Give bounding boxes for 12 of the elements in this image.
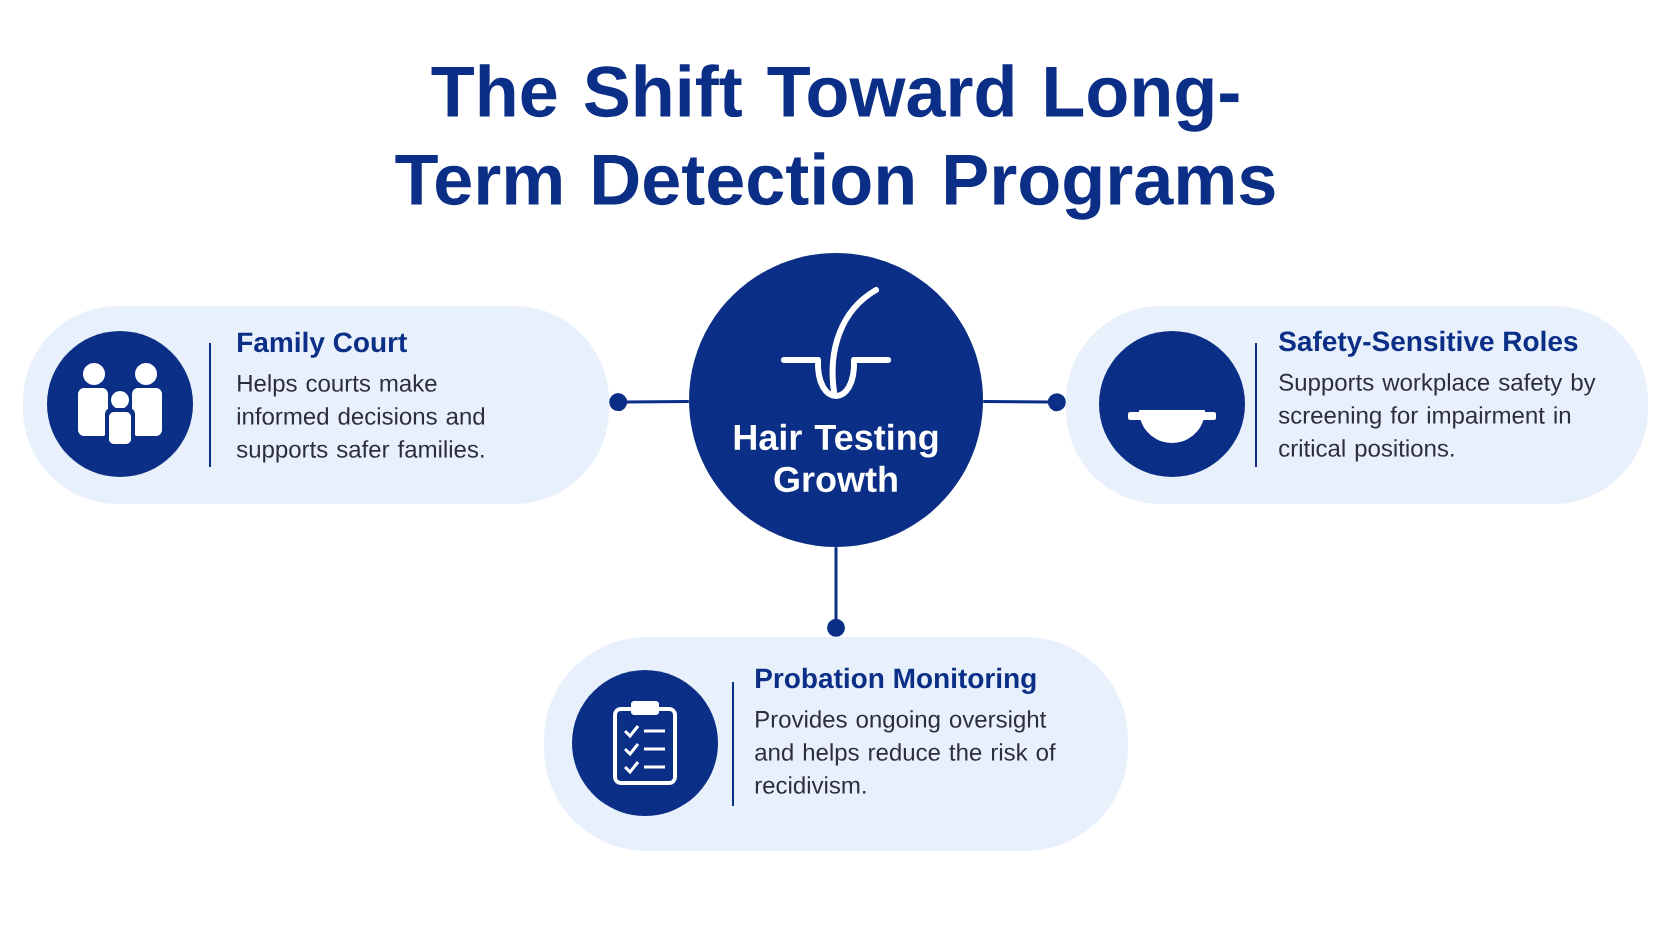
connector	[609, 393, 689, 412]
card-description: Provides ongoing oversight and helps reduce the risk of recidivism.	[755, 710, 1056, 794]
card-heading: Probation Monitoring	[756, 667, 1036, 694]
card-description: Helps courts make informed decisions and supports safer families.	[236, 374, 485, 463]
card-description: Supports workplace safety by screening for impairment in critical positions.	[1278, 373, 1596, 462]
hub-label: Hair Testing Growth	[734, 423, 938, 493]
hub-circle	[689, 253, 983, 547]
connector	[983, 393, 1066, 412]
connector	[827, 547, 845, 637]
card-heading: Safety-Sensitive Roles	[1279, 330, 1578, 357]
card-heading: Family Court	[238, 331, 407, 358]
title: The Shift Toward Long-Term Detection Programs	[395, 64, 1275, 220]
